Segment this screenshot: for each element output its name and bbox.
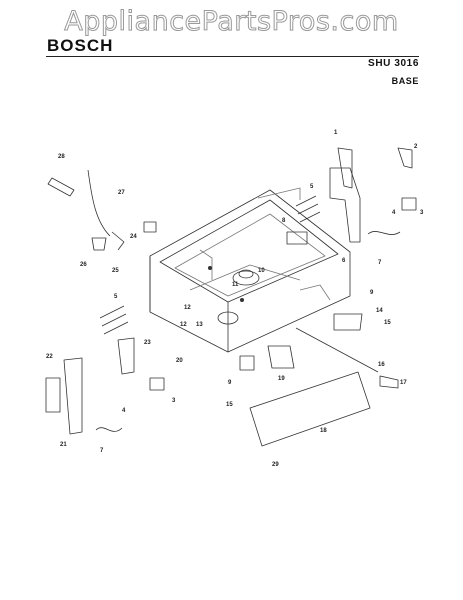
part-26-clip: [91, 237, 107, 251]
part-3-switch: [149, 377, 165, 391]
callout-22: 22: [46, 354, 53, 360]
callout-7-left: 7: [100, 448, 104, 454]
part-19-pump: [267, 345, 295, 369]
part-24-block: [143, 221, 157, 233]
callout-8: 8: [282, 218, 286, 224]
part-7-cable: [367, 231, 401, 235]
model-number: SHU 3016: [368, 58, 419, 69]
callout-19: 19: [278, 376, 285, 382]
part-23-hinge-plate: [117, 337, 135, 375]
part-28-hose-end: [47, 177, 75, 197]
part-17-foot: [379, 375, 399, 389]
callout-4-left: 4: [122, 408, 126, 414]
callout-13: 13: [196, 322, 203, 328]
callout-3: 3: [420, 210, 424, 216]
callout-29: 29: [272, 462, 279, 468]
callout-24: 24: [130, 234, 137, 240]
callout-9: 9: [370, 290, 374, 296]
callout-15: 15: [384, 320, 391, 326]
part-14-clamp: [333, 313, 363, 331]
callout-6: 6: [342, 258, 346, 264]
callout-5: 5: [310, 184, 314, 190]
callout-12: 12: [184, 305, 191, 311]
callout-17: 17: [400, 380, 407, 386]
part-6-hinge-arm: [329, 167, 361, 243]
callout-18: 18: [320, 428, 327, 434]
part-21-side-bracket: [63, 357, 83, 435]
part-7-left-cable: [95, 427, 123, 432]
callout-21: 21: [60, 442, 67, 448]
callout-1: 1: [334, 130, 338, 136]
part-27-hose: [87, 169, 111, 237]
callout-3-left: 3: [172, 398, 176, 404]
callout-28: 28: [58, 154, 65, 160]
callout-16: 16: [378, 362, 385, 368]
part-18-kickplate: [249, 371, 371, 447]
part-1-bracket: [337, 147, 353, 189]
callout-9-lower: 9: [228, 380, 232, 386]
callout-2: 2: [414, 144, 418, 150]
callout-23: 23: [144, 340, 151, 346]
part-22-grille: [45, 377, 61, 413]
part-2-hinge: [397, 147, 413, 169]
part-5-spring: [295, 195, 321, 223]
callout-7: 7: [378, 260, 382, 266]
callout-4: 4: [392, 210, 396, 216]
callout-12-lower: 12: [180, 322, 187, 328]
header-rule: [46, 56, 419, 57]
callout-27: 27: [118, 190, 125, 196]
part-16-rod: [295, 327, 379, 373]
callout-15-lower: 15: [226, 402, 233, 408]
callout-26: 26: [80, 262, 87, 268]
callout-10: 10: [258, 268, 265, 274]
callout-14: 14: [376, 308, 383, 314]
part-9-bracket: [239, 355, 255, 371]
part-3-switch-right: [401, 197, 417, 211]
part-5-spring-left: [99, 305, 129, 335]
watermark-text: AppliancePartsPros.com: [64, 6, 399, 38]
section-title: BASE: [391, 76, 419, 86]
callout-5-left: 5: [114, 294, 118, 300]
part-8-clip: [286, 231, 308, 245]
callout-11: 11: [232, 282, 239, 288]
callout-25: 25: [112, 268, 119, 274]
part-25-hose-connector: [111, 231, 125, 251]
callout-20: 20: [176, 358, 183, 364]
brand-logo: BOSCH: [47, 36, 114, 55]
base-tub: [149, 187, 351, 353]
